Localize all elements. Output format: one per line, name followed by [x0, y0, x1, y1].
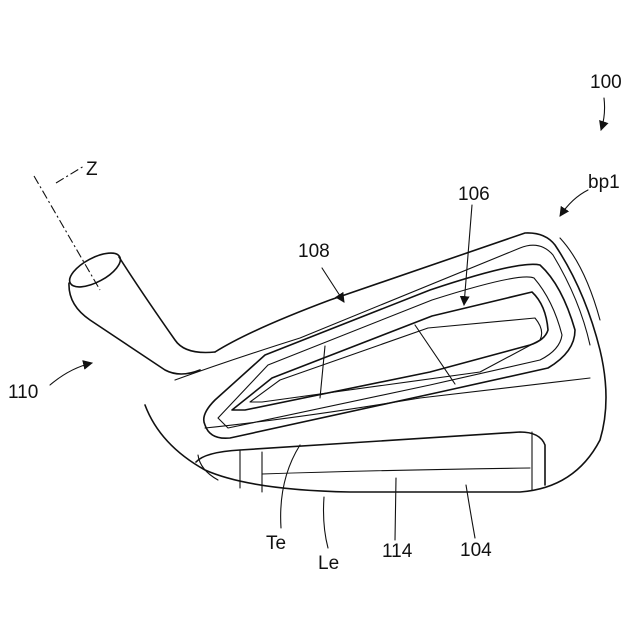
hosel: [65, 246, 215, 374]
leader-114: [395, 478, 396, 540]
label-104: 104: [460, 540, 492, 561]
label-le: Le: [318, 553, 339, 574]
leader-108: [322, 268, 344, 302]
label-bp: bp1: [588, 172, 620, 193]
leader-104: [466, 485, 475, 538]
label-108: 108: [298, 241, 330, 262]
shaft-axis-line: [34, 176, 100, 290]
leader-100: [601, 98, 605, 130]
label-114: 114: [382, 541, 413, 562]
label-110: 110: [8, 382, 38, 403]
leader-bp1: [560, 190, 588, 216]
label-106: 106: [458, 184, 490, 205]
leader-te: [281, 445, 300, 528]
axis-leader-line: [56, 166, 84, 183]
leader-110: [50, 363, 92, 385]
cavity-frame: [204, 264, 590, 438]
leader-106: [464, 205, 472, 305]
label-fig-ref: 100: [590, 72, 622, 93]
leader-le: [324, 497, 329, 548]
label-axis: Z: [86, 159, 98, 180]
label-te: Te: [266, 533, 286, 554]
